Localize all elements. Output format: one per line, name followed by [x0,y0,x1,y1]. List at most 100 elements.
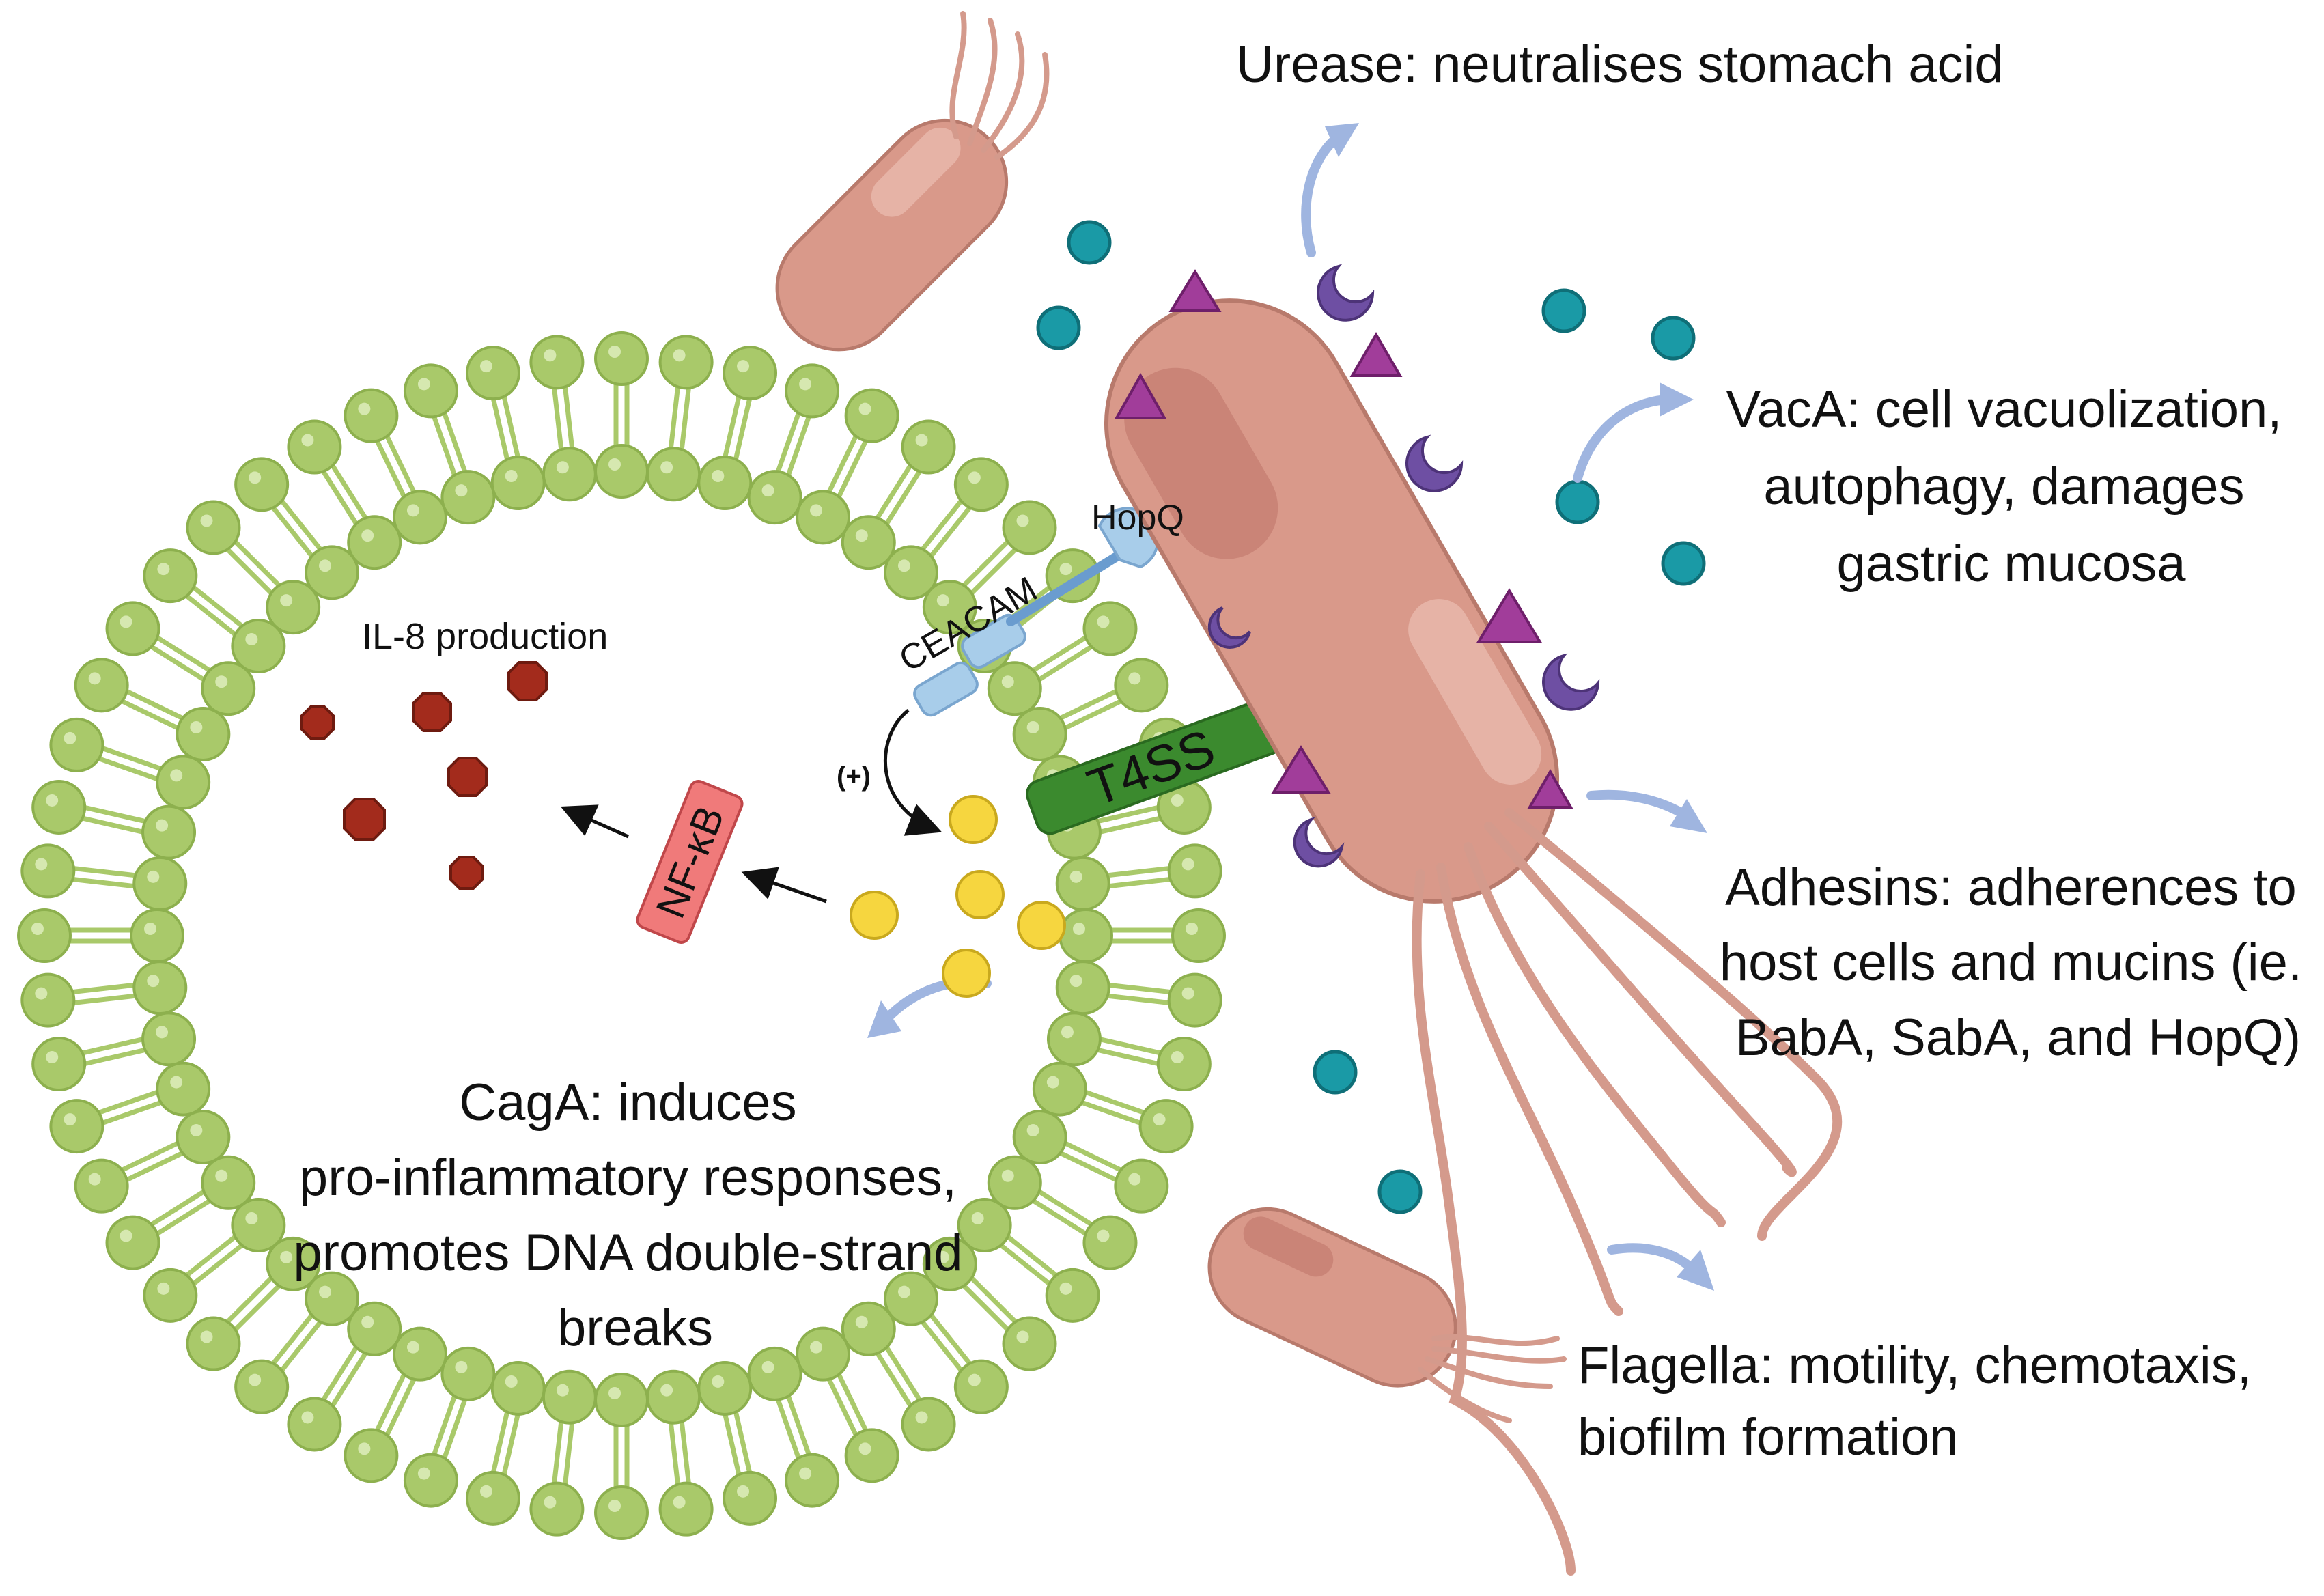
lipid-head-inner [796,490,851,545]
lipid-head-outer [594,1485,649,1540]
lipid-head-highlight [190,720,203,733]
lipid-head-highlight [156,1026,169,1039]
lipid-head-outer [143,548,198,604]
nfkb-to-il8-arrow [560,804,630,839]
lipid-head-inner [1012,706,1067,761]
lipid-tail [80,804,148,835]
plus-label: (+) [837,761,871,792]
hopq-label: HopQ [1091,498,1184,537]
lipid-head-highlight [46,794,59,807]
caga-label: CagA: induces pro-inflammatory responses… [293,1074,977,1357]
lipid-head-outer [785,1453,840,1508]
lipid-head-outer [953,1359,1009,1414]
lipid-head-highlight [1181,858,1194,871]
lipid-head-inner [490,1360,546,1416]
lipid-head-highlight [35,987,48,1000]
lipid-head-outer [658,335,714,390]
lipid-tail [1031,1188,1094,1237]
lipid-head-highlight [1026,720,1039,733]
lipid-head-outer [785,363,840,419]
lipid-head-highlight [417,1467,430,1480]
lipid-tail [826,1372,869,1438]
lipid-head-inner [1055,960,1110,1016]
lipid-head-highlight [200,1330,213,1343]
lipid-head-inner [440,470,496,525]
lipid-head-inner [841,515,896,570]
lipid-head-outer [844,1428,899,1483]
lipid-head-highlight [544,1496,557,1509]
lipid-tail [431,1394,468,1461]
lipid-tail [120,1140,185,1183]
lipid-head-outer [234,457,290,512]
adhesin-triangles [1114,269,1573,809]
lipid-head-highlight [120,615,132,628]
lipid-tail [120,688,185,731]
flagella-label: Flagella: motility, chemotaxis, biofilm … [1578,1336,2266,1466]
lipid-tail [490,394,521,462]
lipid-head-highlight [215,675,228,688]
lipid-head-highlight [170,769,183,782]
lipid-head-inner [392,490,447,545]
lipid-head-outer [465,346,520,401]
vaca-line-2: autophagy, damages [1763,458,2244,516]
ceacam-receptor [913,550,1125,717]
lipid-tail [70,865,137,889]
lipid-head-inner [266,1236,321,1291]
lipid-head-highlight [799,378,812,391]
lipid-head-highlight [455,1360,468,1373]
lipid-head-outer [186,500,241,555]
lipid-head-inner [201,661,256,716]
lipid-head-outer [105,1215,160,1270]
lipid-head-outer [953,457,1009,512]
lipid-head-inner [130,908,184,963]
lipid-head-highlight [505,1375,518,1388]
lipid-head-highlight [660,461,673,474]
main-bacterium-flagella [1412,808,1843,1576]
lipid-head-inner [1032,1061,1087,1117]
lipid-head-outer [74,1158,129,1214]
main-bacterium [1104,298,1559,904]
lipid-tail [961,1275,1018,1332]
lipid-head-highlight [157,563,170,576]
lipid-tail [320,1345,369,1408]
lipid-head-outer [844,388,899,443]
lipid-head-highlight [361,529,374,542]
lipid-head-highlight [608,1387,621,1399]
lipid-head-inner [141,804,197,860]
lipid-head-highlight [1171,794,1184,807]
lipid-tail [96,745,163,782]
lipid-tail [826,434,869,499]
lipid-head-outer [901,419,956,475]
caga-line-2: pro-inflammatory responses, [299,1149,957,1207]
lipid-head-inner [883,545,938,600]
lipid-head-highlight [1097,615,1110,628]
lipid-head-outer [1114,658,1169,713]
lipid-head-inner [697,456,753,511]
adhesins-line-2: host cells and mucins (ie. [1720,934,2302,992]
lipid-head-outer [1138,1099,1194,1154]
lipid-head-highlight [1171,1051,1184,1064]
lipid-head-inner [646,447,701,502]
lipid-head-highlight [1016,514,1029,527]
lipid-head-highlight [319,1285,332,1298]
lipid-head-highlight [358,402,371,415]
lipid-head-inner [987,1155,1042,1210]
lipid-tail [270,498,324,559]
lipid-tail [874,1345,923,1408]
lipid-tail [874,463,923,527]
lipid-head-outer [49,717,104,772]
lipid-head-highlight [1186,923,1198,935]
lipid-bilayer-membrane [17,331,1226,1540]
lipid-head-outer [20,843,76,899]
lipid-tail [551,384,575,451]
lipid-head-inner [957,1197,1012,1252]
lipid-head-outer [186,1316,241,1371]
lipid-tail [431,410,468,477]
lipid-tail [184,1233,245,1287]
lipid-head-highlight [479,1485,492,1498]
lipid-head-inner [594,444,649,499]
lipid-tail [961,539,1018,596]
lipid-head-highlight [144,923,156,935]
lipid-head-inner [987,661,1042,716]
